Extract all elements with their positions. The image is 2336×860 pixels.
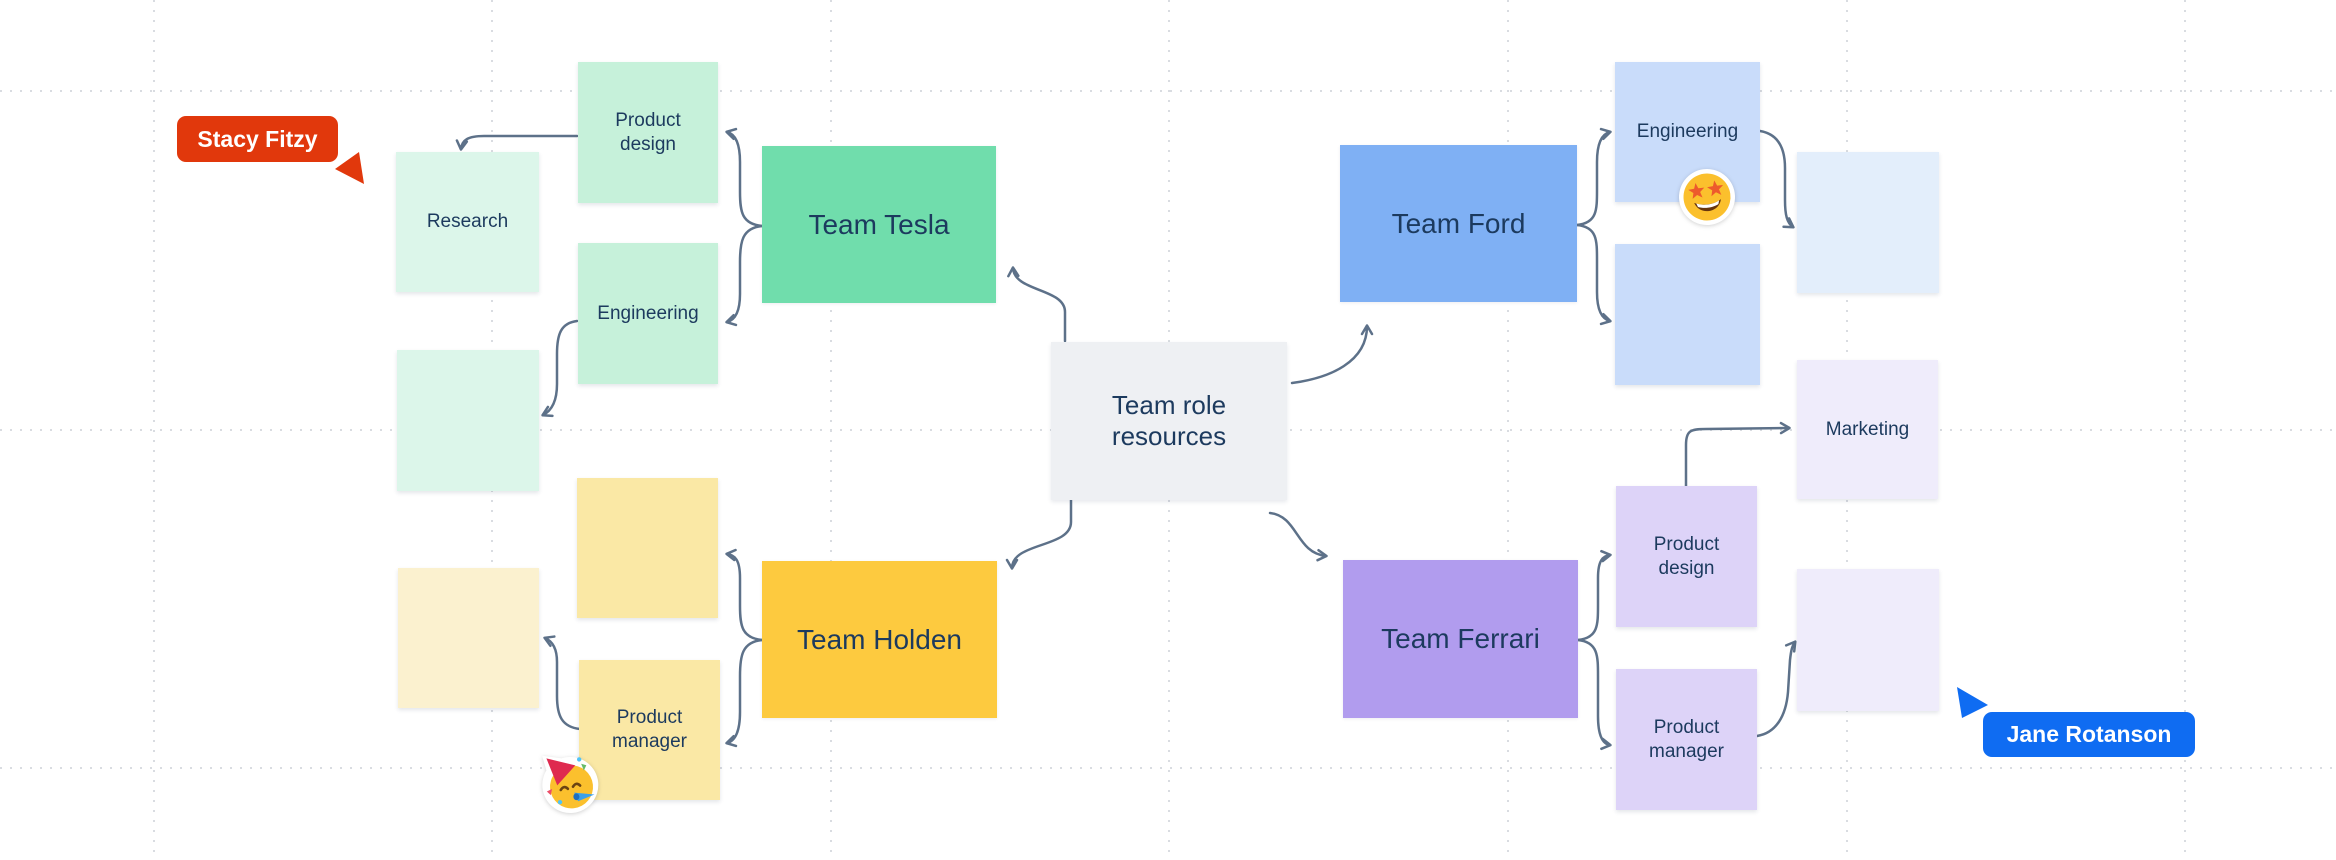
collaborator-name: Jane Rotanson (2006, 721, 2172, 747)
node-team-role-resources[interactable]: Team role resources (1051, 342, 1287, 500)
sticky-blank-pale-blue[interactable] (1797, 152, 1939, 293)
sticky-label: Product design (615, 109, 681, 155)
connector-holden-to-product-manager[interactable] (725, 638, 764, 748)
sticky-research[interactable]: Research (396, 152, 539, 292)
sticky-blank-mint[interactable] (397, 350, 539, 491)
stacy-cursor-label: Stacy Fitzy (177, 116, 338, 162)
connector-product-manager-to-cream-note[interactable] (543, 635, 582, 731)
sticky-engineering-tesla[interactable]: Engineering (578, 243, 718, 384)
sticky-label: Research (426, 211, 509, 233)
node-label: Team Ferrari (1381, 623, 1540, 655)
sticky-label: Product manager (1649, 716, 1724, 762)
connector-engineering-to-mint-note[interactable] (541, 319, 579, 418)
connector-product-manager-to-lavender-note[interactable] (1755, 640, 1797, 738)
jane-cursor-label: Jane Rotanson (1983, 712, 2195, 757)
sticky-product-manager-ferrari[interactable]: Product manager (1616, 669, 1757, 810)
sticky-blank-cream[interactable] (398, 568, 539, 708)
node-team-holden[interactable]: Team Holden (762, 561, 997, 718)
connector-tesla-to-engineering[interactable] (725, 224, 764, 327)
connector-ford-to-engineering[interactable] (1575, 127, 1612, 227)
stacy-cursor-icon (335, 152, 364, 184)
connector-ferrari-to-product-manager[interactable] (1576, 638, 1612, 751)
connector-tesla-to-product-design[interactable] (725, 127, 764, 228)
connector-engineering-to-pale-blue-note[interactable] (1758, 129, 1795, 229)
jane-cursor-icon (1957, 687, 1988, 718)
node-team-ford[interactable]: Team Ford (1340, 145, 1577, 302)
node-team-tesla[interactable]: Team Tesla (762, 146, 996, 303)
sticky-label: Product design (1653, 533, 1720, 579)
connector-product-design-to-research[interactable] (455, 134, 579, 151)
connector-ferrari-to-product-design[interactable] (1576, 549, 1612, 642)
connector-center-to-ferrari[interactable] (1268, 511, 1328, 562)
sticky-product-design-ferrari[interactable]: Product design (1616, 486, 1757, 627)
connector-center-to-holden[interactable] (1005, 498, 1073, 570)
node-label: Team Ford (1391, 207, 1526, 239)
sticky-label: Engineering (597, 302, 699, 324)
sticky-marketing[interactable]: Marketing (1797, 360, 1938, 499)
collaborator-name: Stacy Fitzy (197, 125, 318, 152)
star-struck-emoji-sticker[interactable] (1675, 165, 1739, 229)
node-label: Team Holden (797, 623, 962, 655)
sticky-label: Product manager (612, 707, 687, 752)
node-label: Team role resources (1111, 389, 1227, 451)
sticky-product-design-tesla[interactable]: Product design (578, 62, 718, 203)
connector-ford-to-blue-note[interactable] (1575, 223, 1612, 326)
sticky-blank-lavender[interactable] (1797, 569, 1939, 711)
sticky-blank-blue[interactable] (1615, 244, 1760, 385)
sticky-product-manager-holden[interactable]: Product manager (579, 660, 720, 800)
node-label: Team Tesla (808, 208, 950, 240)
connector-product-design-to-marketing[interactable] (1684, 421, 1791, 488)
connector-center-to-ford[interactable] (1290, 324, 1374, 385)
connector-center-to-tesla[interactable] (1007, 266, 1067, 343)
partying-face-emoji-sticker[interactable] (536, 748, 604, 816)
sticky-label: Marketing (1825, 418, 1910, 440)
sticky-label: Engineering (1636, 121, 1739, 143)
connector-holden-to-yellow-note[interactable] (725, 548, 764, 642)
sticky-blank-yellow[interactable] (577, 478, 718, 618)
node-team-ferrari[interactable]: Team Ferrari (1343, 560, 1578, 718)
